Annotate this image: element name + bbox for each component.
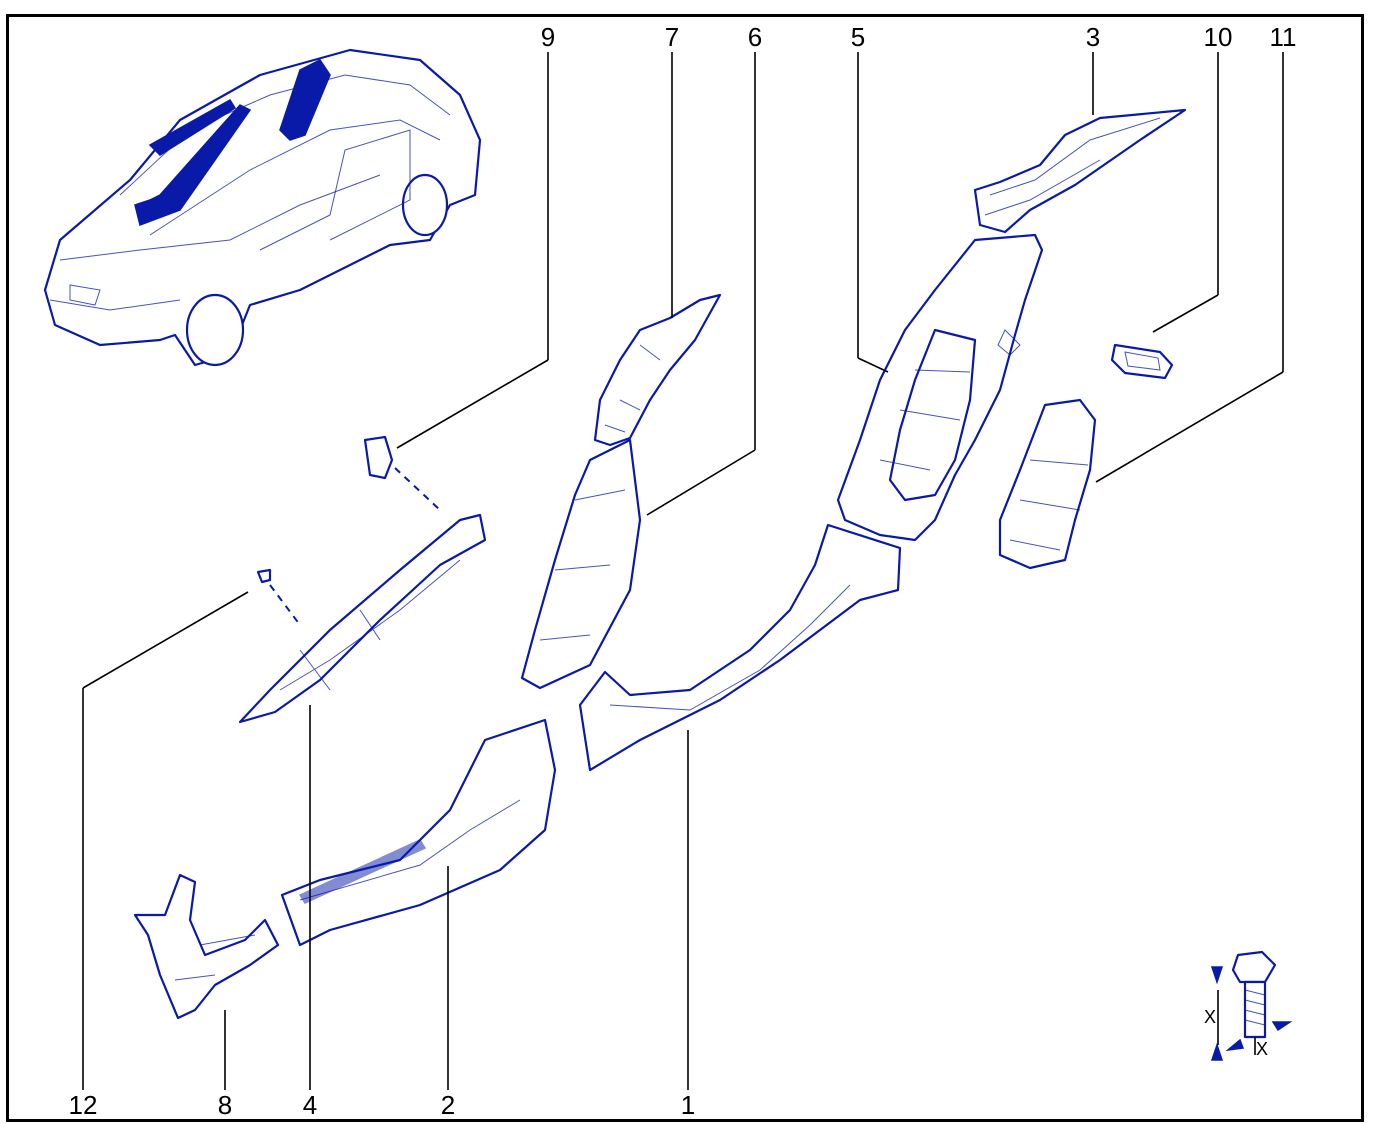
part-10 bbox=[1110, 343, 1174, 380]
part-1 bbox=[578, 523, 902, 772]
callout-10: 10 bbox=[1203, 22, 1233, 52]
callout-2: 2 bbox=[440, 1090, 456, 1120]
leader-lines bbox=[82, 52, 1284, 1090]
part-7 bbox=[593, 293, 722, 447]
callout-4: 4 bbox=[302, 1090, 318, 1120]
part-12 bbox=[256, 568, 272, 584]
callout-3: 3 bbox=[1085, 22, 1101, 52]
part-5 bbox=[836, 233, 1044, 542]
callout-7: 7 bbox=[664, 22, 680, 52]
screw-icon bbox=[1210, 950, 1293, 1061]
callout-5: 5 bbox=[850, 22, 866, 52]
callout-11: 11 bbox=[1269, 22, 1297, 52]
callout-8: 8 bbox=[217, 1090, 233, 1120]
diagram-frame bbox=[6, 14, 1364, 1122]
callout-9: 9 bbox=[540, 22, 556, 52]
part-3 bbox=[973, 108, 1187, 234]
car-illustration bbox=[43, 48, 482, 367]
part-9 bbox=[363, 435, 394, 480]
part-11 bbox=[998, 398, 1097, 570]
screw-dimension-x-horizontal: X bbox=[1255, 1039, 1269, 1059]
part-4 bbox=[238, 513, 487, 724]
part-2 bbox=[280, 718, 557, 947]
callout-6: 6 bbox=[747, 22, 763, 52]
part-8 bbox=[133, 873, 280, 1020]
callout-1: 1 bbox=[680, 1090, 696, 1120]
screw-dimension-x-vertical: X bbox=[1203, 1007, 1217, 1027]
part-6 bbox=[520, 438, 642, 690]
callout-12: 12 bbox=[68, 1090, 98, 1120]
